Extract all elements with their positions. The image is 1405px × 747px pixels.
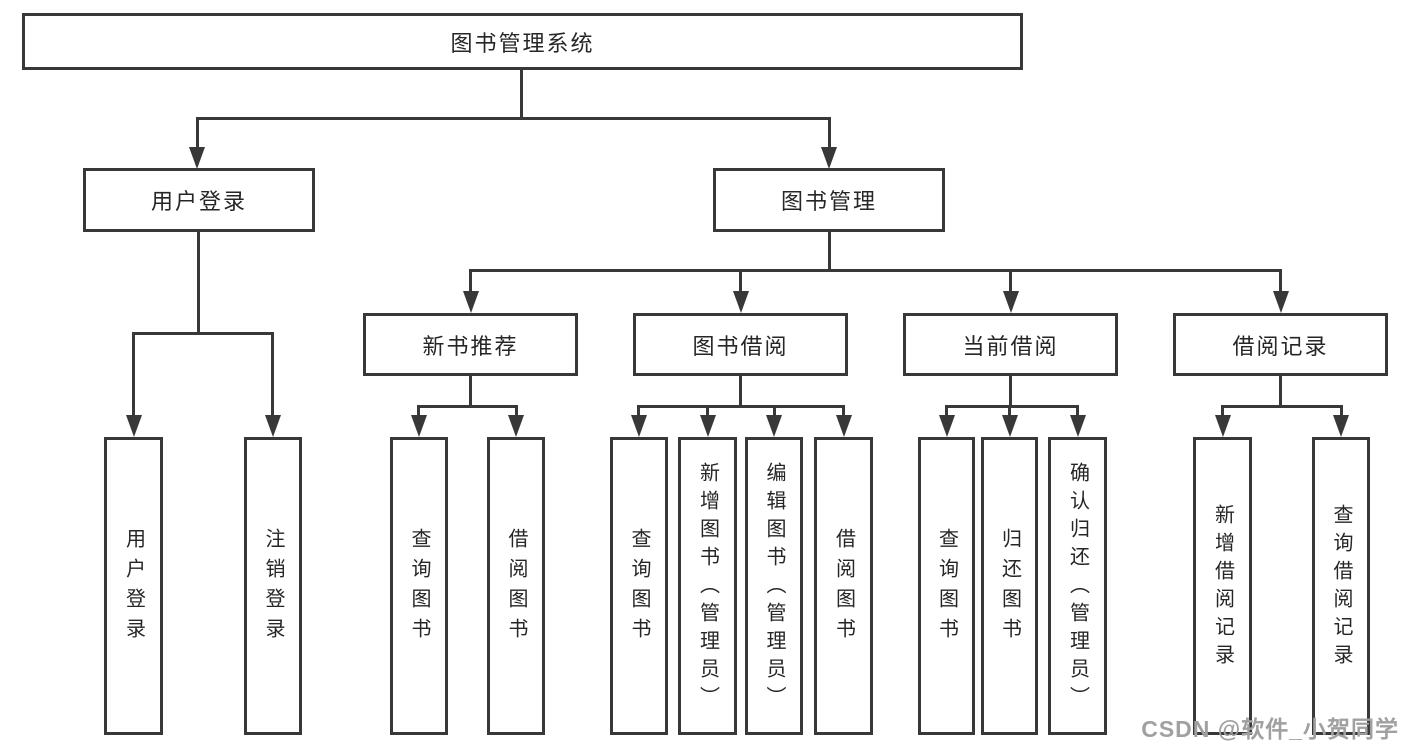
arrow-down-icon	[1002, 415, 1018, 437]
node-book-management: 图书管理	[713, 168, 945, 232]
arrow-down-icon	[1070, 415, 1086, 437]
node-current-borrow: 当前借阅	[903, 313, 1118, 376]
connector-line	[1076, 405, 1079, 417]
watermark: CSDN @软件_小贺同学	[1141, 716, 1399, 742]
connector-line	[1340, 405, 1343, 417]
connector-line	[1008, 405, 1011, 417]
connector-line	[773, 405, 776, 417]
connector-line	[1279, 269, 1282, 293]
arrow-down-icon	[1273, 291, 1289, 313]
arrow-down-icon	[700, 415, 716, 437]
arrow-down-icon	[463, 291, 479, 313]
node-borrow-records: 借阅记录	[1173, 313, 1388, 376]
arrow-down-icon	[126, 415, 142, 437]
leaf-query-books-recommend: 查询图书	[390, 437, 448, 735]
connector-line	[637, 405, 845, 408]
leaf-add-books-admin: 新增图书（管理员）	[678, 437, 737, 735]
connector-line	[739, 269, 742, 293]
leaf-return-books: 归还图书	[981, 437, 1038, 735]
leaf-borrow-books-recommend: 借阅图书	[487, 437, 545, 735]
connector-line	[828, 232, 831, 272]
connector-line	[828, 117, 831, 150]
arrow-down-icon	[821, 147, 837, 169]
arrow-down-icon	[939, 415, 955, 437]
arrow-down-icon	[766, 415, 782, 437]
leaf-query-books-current: 查询图书	[918, 437, 975, 735]
node-library-management-system: 图书管理系统	[22, 13, 1023, 70]
arrow-down-icon	[836, 415, 852, 437]
leaf-user-login: 用户登录	[104, 437, 163, 735]
connector-line	[945, 405, 948, 417]
connector-line	[417, 405, 518, 408]
connector-line	[1221, 405, 1343, 408]
connector-line	[739, 376, 742, 408]
connector-line	[1009, 376, 1012, 408]
arrow-down-icon	[508, 415, 524, 437]
connector-line	[469, 376, 472, 408]
connector-line	[271, 332, 274, 416]
arrow-down-icon	[411, 415, 427, 437]
arrow-down-icon	[1333, 415, 1349, 437]
arrow-down-icon	[631, 415, 647, 437]
connector-line	[132, 332, 274, 335]
leaf-logout-login: 注销登录	[244, 437, 302, 735]
connector-line	[520, 70, 523, 118]
leaf-query-books-borrow: 查询图书	[610, 437, 668, 735]
arrow-down-icon	[265, 415, 281, 437]
connector-line	[842, 405, 845, 417]
connector-line	[1009, 269, 1012, 293]
connector-line	[196, 117, 831, 120]
connector-line	[1221, 405, 1224, 417]
connector-line	[197, 232, 200, 335]
leaf-borrow-books: 借阅图书	[814, 437, 873, 735]
leaf-add-borrow-record: 新增借阅记录	[1193, 437, 1252, 735]
node-user-login: 用户登录	[83, 168, 315, 232]
connector-line	[417, 405, 420, 417]
arrow-down-icon	[1215, 415, 1231, 437]
connector-line	[132, 332, 135, 416]
node-new-book-recommend: 新书推荐	[363, 313, 578, 376]
arrow-down-icon	[189, 147, 205, 169]
arrow-down-icon	[1003, 291, 1019, 313]
connector-line	[637, 405, 640, 417]
connector-line	[469, 269, 1282, 272]
connector-line	[945, 405, 1079, 408]
leaf-query-borrow-record: 查询借阅记录	[1312, 437, 1370, 735]
leaf-edit-books-admin: 编辑图书（管理员）	[745, 437, 803, 735]
arrow-down-icon	[733, 291, 749, 313]
connector-line	[1279, 376, 1282, 408]
node-book-borrow: 图书借阅	[633, 313, 848, 376]
connector-line	[515, 405, 518, 417]
connector-line	[196, 117, 199, 150]
connector-line	[469, 269, 472, 293]
leaf-confirm-return-admin: 确认归还（管理员）	[1048, 437, 1107, 735]
connector-line	[706, 405, 709, 417]
